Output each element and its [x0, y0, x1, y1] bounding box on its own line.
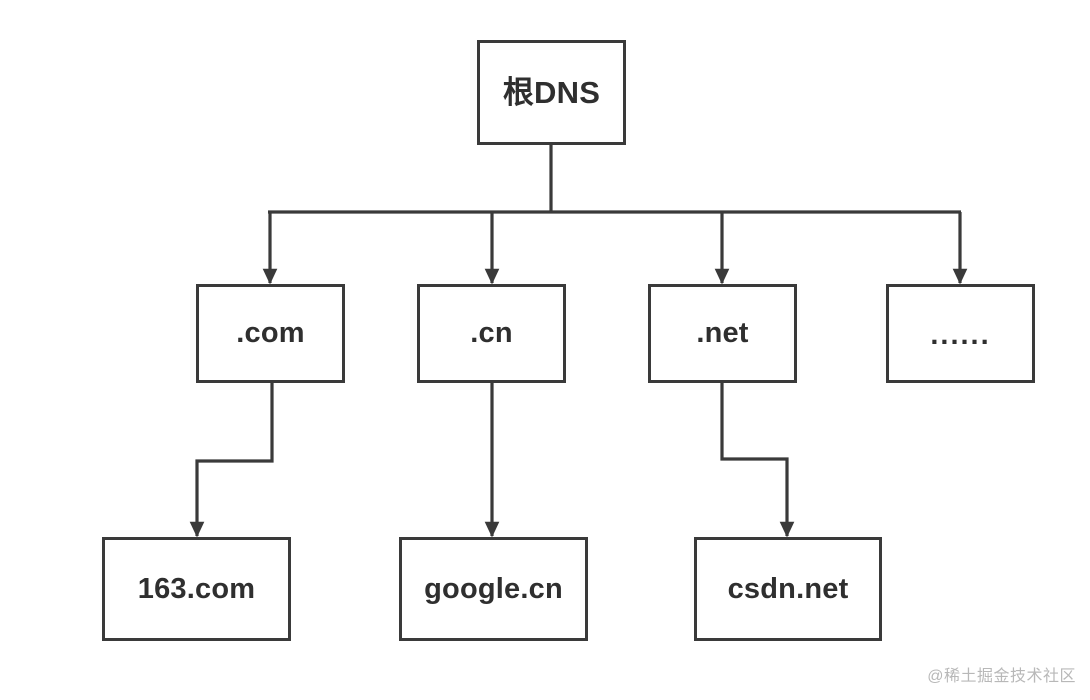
- node-googlecn-label: google.cn: [424, 572, 563, 605]
- node-163com-label: 163.com: [137, 572, 256, 605]
- node-csdnnet[interactable]: csdn.net: [694, 537, 882, 641]
- edge-net-to-csdnnet: [720, 383, 795, 538]
- node-more[interactable]: ......: [886, 284, 1035, 383]
- node-cn[interactable]: .cn: [417, 284, 566, 383]
- node-csdnnet-label: csdn.net: [727, 572, 849, 605]
- node-cn-label: .cn: [470, 317, 513, 349]
- node-googlecn[interactable]: google.cn: [399, 537, 588, 641]
- node-com-label: .com: [236, 317, 305, 349]
- edge-com-to-163com: [189, 383, 274, 538]
- node-root-label: 根DNS: [502, 75, 601, 110]
- node-net[interactable]: .net: [648, 284, 797, 383]
- node-net-label: .net: [696, 317, 749, 349]
- node-more-label: ......: [930, 319, 991, 351]
- node-com[interactable]: .com: [196, 284, 345, 383]
- node-root[interactable]: 根DNS: [477, 40, 626, 145]
- watermark: @稀土掘金技术社区: [927, 668, 1076, 685]
- node-163com[interactable]: 163.com: [102, 537, 291, 641]
